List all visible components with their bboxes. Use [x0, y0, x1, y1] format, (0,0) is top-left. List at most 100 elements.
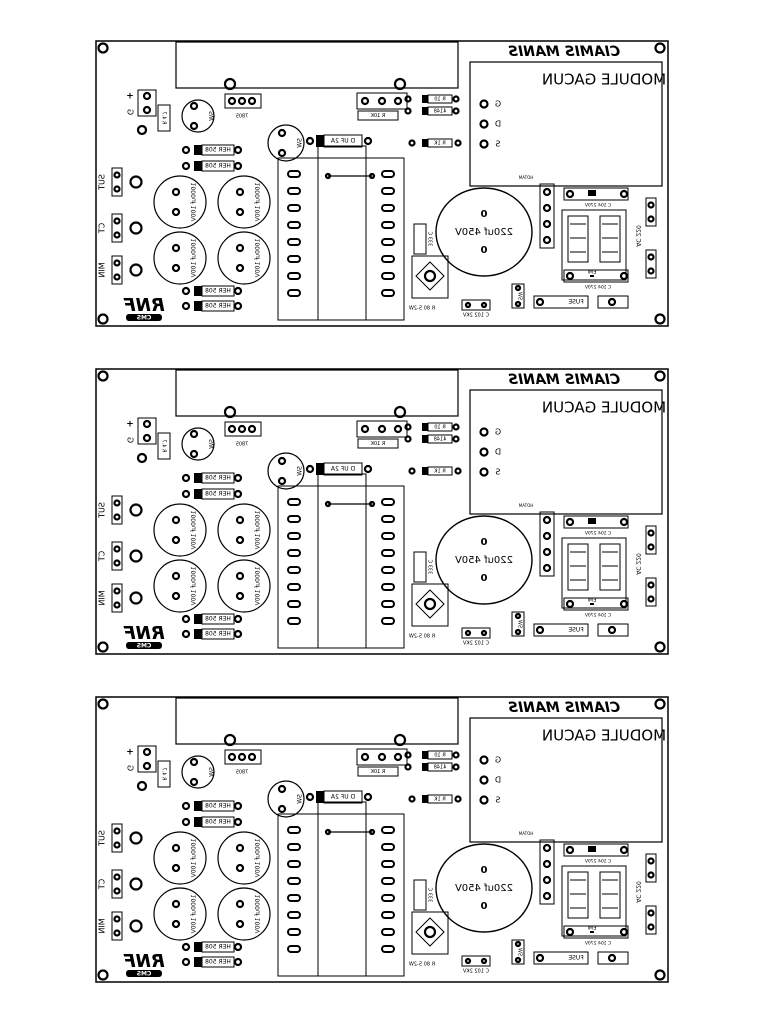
emi-filter: [561, 537, 627, 609]
mounting-hole: [97, 313, 109, 325]
ic-pad-right: [381, 583, 395, 591]
solder-pad: [607, 625, 617, 635]
solder-pad: [542, 531, 552, 541]
solder-pad: [113, 259, 121, 267]
mounting-hole: [654, 969, 666, 981]
filter-cap-bl: [153, 559, 207, 613]
main-cap-neg: 0: [480, 573, 487, 584]
bridge-rectifier: [415, 261, 445, 291]
component-marker: [422, 95, 428, 103]
solder-pad: [452, 95, 460, 103]
solder-pad: [542, 547, 552, 557]
emi-label: EMI: [588, 598, 597, 604]
solder-pad: [479, 427, 489, 437]
emi-filter: [561, 865, 627, 937]
cap-333: [413, 879, 427, 911]
filter-cap-tl-label: 1000uf 100V: [191, 839, 198, 879]
solder-pad: [542, 219, 552, 229]
solder-pad: [542, 563, 552, 573]
solder-pad: [235, 919, 245, 929]
r1k-label: R 1K: [434, 469, 446, 475]
ic-pad-left: [287, 204, 301, 212]
filter-cap-bl: [153, 887, 207, 941]
solder-pad: [404, 435, 412, 443]
solder-pad: [181, 614, 191, 624]
solder-pad: [181, 801, 191, 811]
ic-pad-left: [287, 928, 301, 936]
solder-pad: [565, 845, 575, 855]
fuse-label: FUSE: [568, 627, 584, 634]
logo-cms-bar: [126, 314, 162, 321]
r80-label: R 80 5-2W: [409, 962, 435, 968]
solder-pad: [181, 629, 191, 639]
solder-pad: [542, 203, 552, 213]
ic-pad-right: [381, 826, 395, 834]
solder-pad: [452, 763, 460, 771]
diode-band: [194, 817, 202, 827]
cap-333: [413, 551, 427, 583]
filter-cap-tl: [153, 503, 207, 557]
fuse-holder: [533, 295, 589, 309]
hotam-label: HOTAM: [518, 175, 533, 180]
emi-label: EMI: [588, 270, 597, 276]
diode-band: [194, 942, 202, 952]
solder-pad: [171, 535, 181, 545]
solder-pad: [181, 942, 191, 952]
solder-pad: [452, 751, 460, 759]
ic-body: [317, 473, 367, 649]
solder-pad: [542, 843, 552, 853]
connector-min: [111, 255, 123, 285]
plus-label: +: [126, 748, 134, 758]
module-gacun-box: [469, 717, 663, 843]
r1k-resistor: [427, 794, 453, 804]
solder-pad: [181, 286, 191, 296]
regulator-7805: [224, 749, 262, 765]
solder-pad: [142, 747, 152, 757]
solder-pad: [235, 535, 245, 545]
main-cap-neg: 0: [480, 245, 487, 256]
filter-cap-tr: [217, 831, 271, 885]
diode-band: [316, 135, 324, 147]
solder-pad: [404, 751, 412, 759]
mounting-hole: [654, 698, 666, 710]
connector-gnd-plus: [137, 417, 157, 445]
solder-pad: [423, 269, 437, 283]
module-title: MODULE GACUN: [542, 71, 666, 89]
her508-label: HER 508: [205, 631, 231, 638]
solder-pad: [247, 96, 257, 106]
ic-pad-left: [287, 826, 301, 834]
r10-label: R 10: [434, 97, 445, 103]
ic-pad-left: [287, 617, 301, 625]
solder-pad: [305, 792, 315, 802]
mounting-hole: [97, 698, 109, 710]
her508-diode: [201, 160, 235, 172]
solder-pad: [113, 499, 121, 507]
plus-label: +: [126, 420, 134, 430]
heatsink-outline: [175, 41, 459, 89]
solder-pad: [129, 175, 143, 189]
solder-pad: [324, 172, 332, 180]
solder-pad: [542, 187, 552, 197]
solder-pad: [129, 919, 143, 933]
component-marker: [422, 795, 428, 803]
small-cap-mid: [267, 452, 305, 490]
ic-pad-right: [381, 877, 395, 885]
solder-pad: [247, 752, 257, 762]
diode-uf2a: [323, 790, 363, 804]
solder-pad: [408, 139, 416, 147]
fuse-clip: [597, 623, 629, 637]
r10k-resistor: [357, 110, 399, 121]
solder-pad: [619, 271, 629, 281]
sut-label: SUT: [98, 174, 107, 190]
emi-coil-right: [599, 871, 621, 919]
bridge-rectifier: [415, 589, 445, 619]
ic-pad-right: [381, 170, 395, 178]
ct-label: CT: [98, 551, 107, 562]
ic-pad-left: [287, 600, 301, 608]
solder-pad: [514, 628, 522, 636]
solder-pad: [368, 500, 376, 508]
her508-label: HER 508: [205, 475, 231, 482]
her508-label: HER 508: [205, 944, 231, 951]
heatsink-outline: [175, 697, 459, 745]
